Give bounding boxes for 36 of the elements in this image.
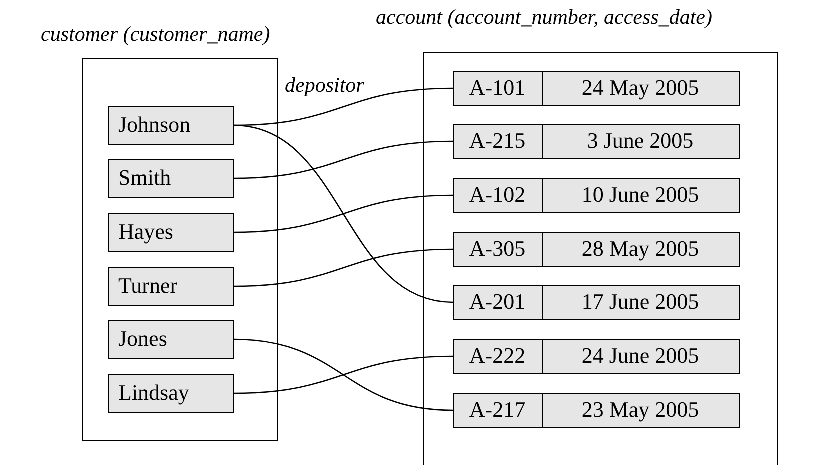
tuple-row <box>452 338 740 374</box>
table-cell-text: 28 May 2005 <box>580 235 700 263</box>
table-cell: A-305 <box>454 232 542 266</box>
tuple-row <box>452 392 740 428</box>
connector-line <box>234 140 454 180</box>
connector-line <box>234 248 454 288</box>
table-cell: A-102 <box>454 178 542 212</box>
table-cell-text: 23 May 2005 <box>580 396 700 424</box>
entity-box: Lindsay <box>108 374 234 412</box>
entity-box: Smith <box>108 158 234 198</box>
entity-box: Jones <box>108 320 234 358</box>
table-cell: A-201 <box>454 286 542 318</box>
table-cell-text: 3 June 2005 <box>586 127 695 155</box>
entity-box: Johnson <box>108 106 234 144</box>
connector-line <box>234 338 454 412</box>
tuple-row <box>452 124 740 158</box>
table-cell: A-215 <box>454 124 542 158</box>
relation-label: depositor <box>285 73 364 98</box>
table-cell-text: 24 May 2005 <box>580 74 700 102</box>
tuple-row <box>452 178 740 212</box>
connector-line <box>234 194 454 234</box>
set-heading: customer (customer_name) <box>41 22 270 47</box>
table-cell: A-101 <box>454 72 542 104</box>
entity-box: Turner <box>108 266 234 306</box>
table-cell-text: 10 June 2005 <box>580 181 700 209</box>
tuple-row <box>452 284 740 320</box>
tuple-row <box>452 232 740 266</box>
table-cell: A-217 <box>454 394 542 426</box>
table-cell-text: 24 June 2005 <box>580 342 700 370</box>
connector-line <box>234 356 454 394</box>
entity-box: Hayes <box>108 212 234 252</box>
table-cell: A-222 <box>454 340 542 372</box>
set-heading: account (account_number, access_date) <box>376 5 712 30</box>
connector-line <box>234 124 454 304</box>
table-cell-text: 17 June 2005 <box>580 288 700 316</box>
tuple-row <box>452 70 740 106</box>
